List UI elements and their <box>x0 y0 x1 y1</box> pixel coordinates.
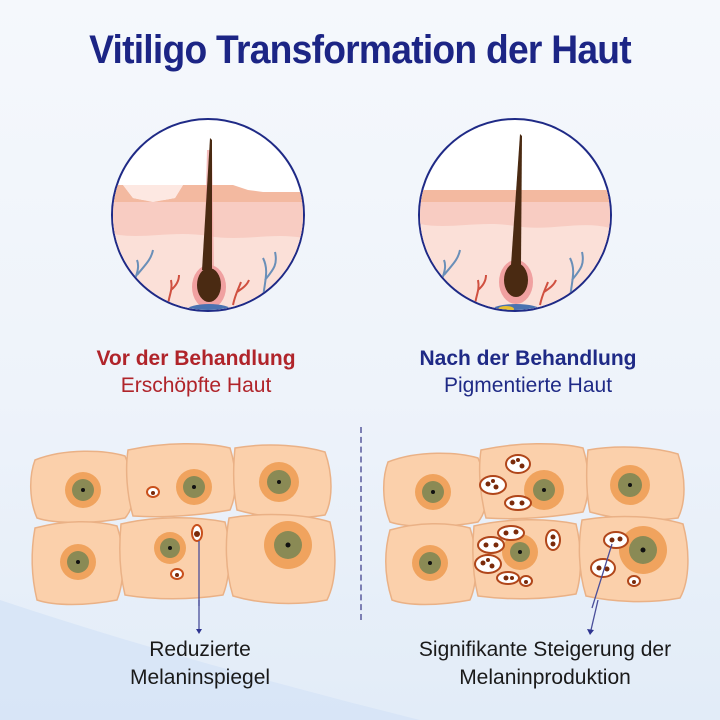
after-skin-illustration <box>418 118 612 312</box>
page-title: Vitiligo Transformation der Haut <box>89 28 632 72</box>
after-cells-diagram <box>383 442 689 609</box>
after-heading: Nach der Behandlung <box>419 347 637 370</box>
after-subheading: Pigmentierte Haut <box>443 374 613 397</box>
before-pointer-arrow <box>196 600 202 634</box>
before-label: Vor der Behandlung Erschöpfte Haut <box>46 345 346 399</box>
before-caption: Reduzierte Melaninspiegel <box>90 636 310 692</box>
divider-line <box>360 427 362 620</box>
background-wave <box>0 600 420 720</box>
after-label: Nach der Behandlung Pigmentierte Haut <box>378 345 678 399</box>
before-subheading: Erschöpfte Haut <box>120 374 272 397</box>
after-caption-line2: Melaninproduktion <box>459 666 631 689</box>
before-caption-line1: Reduzierte <box>149 638 251 661</box>
after-pointer-arrow <box>587 600 599 635</box>
after-caption: Signifikante Steigerung der Melaninprodu… <box>380 636 710 692</box>
before-heading: Vor der Behandlung <box>96 347 296 370</box>
before-caption-line2: Melaninspiegel <box>129 666 271 689</box>
before-cells-diagram <box>30 442 336 606</box>
before-skin-illustration <box>111 118 305 312</box>
after-caption-line1: Signifikante Steigerung der <box>418 638 672 661</box>
